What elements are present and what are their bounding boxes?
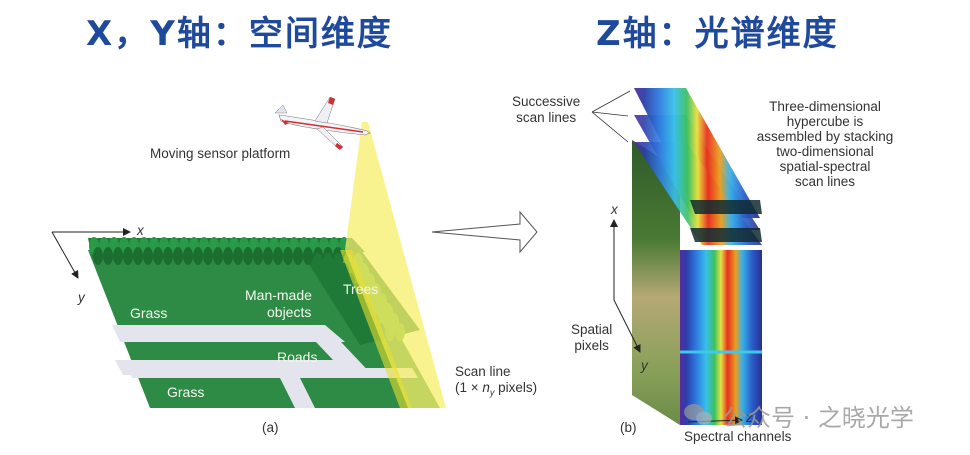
desc-line: spatial-spectral xyxy=(779,159,871,174)
successive-line-1: Successive xyxy=(512,94,581,109)
roads-label: Roads xyxy=(277,349,318,365)
scan-line-title: Scan line xyxy=(455,364,511,379)
scan-line-suffix: pixels) xyxy=(494,380,538,395)
tree xyxy=(93,247,103,265)
scan-line-label: Scan line (1 × ny pixels) xyxy=(455,364,537,401)
man-made-label-1: Man-made xyxy=(245,287,312,303)
desc-line: Three-dimensional xyxy=(769,99,881,114)
tree xyxy=(223,247,233,265)
tree xyxy=(303,247,313,265)
tree xyxy=(153,247,163,265)
tree xyxy=(213,247,223,265)
tree xyxy=(183,247,193,265)
platform-label: Moving sensor platform xyxy=(150,146,291,161)
axis-y-label-a: y xyxy=(78,290,85,305)
hypercube-description: Three-dimensional hypercube is assembled… xyxy=(745,99,905,189)
watermark-text: 公众号 · 之晓光学 xyxy=(723,404,914,432)
tree xyxy=(193,247,203,265)
axis-x-label-a: x xyxy=(137,223,144,238)
caption-b: (b) xyxy=(620,420,637,435)
tree xyxy=(173,247,183,265)
transition-arrow xyxy=(431,210,538,254)
tree xyxy=(273,247,283,265)
grass-label-bottom: Grass xyxy=(167,384,205,400)
spatial-line-2: pixels xyxy=(574,338,609,353)
tree xyxy=(243,247,253,265)
successive-line-2: scan lines xyxy=(516,110,577,125)
tree xyxy=(163,247,173,265)
axis-y-label-b: y xyxy=(641,358,648,373)
hypercube xyxy=(632,88,762,425)
grass-label-top: Grass xyxy=(130,305,168,321)
spectral-channels-label: Spectral channels xyxy=(684,429,792,444)
tree xyxy=(203,247,213,265)
tree xyxy=(123,247,133,265)
tree xyxy=(355,323,365,341)
caption-a: (a) xyxy=(262,420,279,435)
tree xyxy=(293,247,303,265)
scan-beam xyxy=(345,122,446,408)
desc-line: two-dimensional xyxy=(776,144,874,159)
title-spatial-dimension: X，Y轴：空间维度 xyxy=(86,14,393,54)
title-spectral-dimension: Z轴：光谱维度 xyxy=(596,14,839,54)
trees-label: Trees xyxy=(343,281,379,297)
tree xyxy=(133,247,143,265)
tree xyxy=(263,247,273,265)
desc-line: scan lines xyxy=(794,174,856,189)
axis-z-label-b: z xyxy=(746,410,753,425)
scan-line-n: n xyxy=(482,380,490,395)
successive-scan-lines-label: Successive scan lines xyxy=(512,94,580,126)
wechat-icon xyxy=(684,404,712,425)
desc-line: hypercube is xyxy=(786,114,864,129)
man-made-label-2: objects xyxy=(267,304,312,320)
tree xyxy=(113,247,123,265)
scan-line-pixels: (1 × ny pixels) xyxy=(455,380,537,401)
spatial-pixels-label: Spatial pixels xyxy=(571,322,612,354)
tree xyxy=(253,247,263,265)
scan-line-sub: y xyxy=(489,387,495,398)
tree xyxy=(143,247,153,265)
tree xyxy=(283,247,293,265)
airplane-icon xyxy=(274,96,371,150)
tree xyxy=(103,247,113,265)
watermark: 公众号 · 之晓光学 xyxy=(683,398,914,433)
tree xyxy=(233,247,243,265)
spatial-line-1: Spatial xyxy=(571,322,613,337)
desc-line: assembled by stacking xyxy=(756,129,894,144)
axis-x-label-b: x xyxy=(611,202,618,217)
scan-line-prefix: (1 × xyxy=(455,380,483,395)
